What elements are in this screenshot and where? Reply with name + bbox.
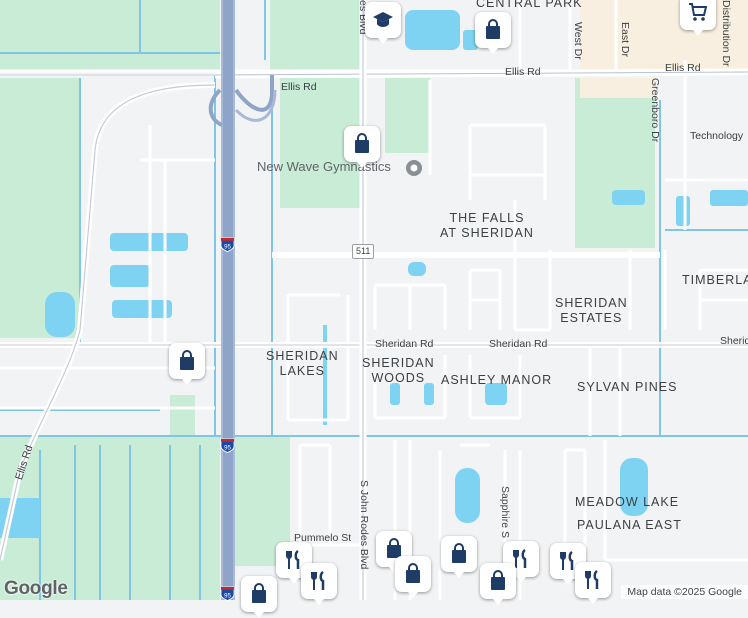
area-label-central-park: CENTRAL PARK (476, 0, 583, 10)
area-label-sheridan-estates: SHERIDAN ESTATES (555, 296, 628, 325)
commercial-area (580, 0, 748, 70)
road-label-john-rodes: S John Rodes Blvd (358, 480, 370, 570)
i95-shield-text-3: 95 (224, 592, 231, 599)
i95-shield-icon: 95 (220, 237, 235, 252)
area-label-ashley-manor: ASHLEY MANOR (441, 373, 553, 387)
shopping-bag-marker-icon[interactable] (241, 576, 277, 618)
road-label-ellis-rd-1: Ellis Rd (281, 81, 317, 93)
shopping-bag-marker-icon[interactable] (395, 556, 431, 598)
shopping-bag-marker-icon[interactable] (475, 12, 511, 54)
i95-shield-text-2: 95 (224, 444, 231, 451)
shopping-bag-marker-icon[interactable] (480, 563, 516, 605)
area-label-the-falls: THE FALLS AT SHERIDAN (440, 211, 534, 240)
road-label-greenboro-dr: Greenboro Dr (649, 78, 661, 143)
road-label-sheridan-rd-3: Sherid (720, 335, 748, 347)
i95-highway (208, 0, 277, 600)
area-label-sheridan-lakes: SHERIDAN LAKES (266, 349, 339, 378)
area-label-sheridan-woods: SHERIDAN WOODS (362, 356, 435, 385)
area-label-meadow-lake: MEADOW LAKE (575, 495, 680, 509)
area-label-timberlake: TIMBERLA (682, 273, 748, 287)
restaurant-marker-icon[interactable] (301, 563, 337, 605)
road-label-ellis-rd-3: Ellis Rd (665, 62, 701, 74)
road-label-sapphire: Sapphire S (499, 486, 511, 538)
map-canvas[interactable] (0, 0, 748, 600)
school-marker-icon[interactable] (365, 2, 401, 44)
restaurant-marker-icon[interactable] (575, 562, 611, 604)
road-label-distribution-dr: Distribution Dr (720, 0, 732, 67)
area-label-sylvan-pines: SYLVAN PINES (577, 380, 678, 394)
i95-shield-icon: 95 (220, 438, 235, 453)
shopping-cart-marker-icon[interactable] (680, 0, 716, 36)
road-label-sheridan-rd-2: Sheridan Rd (489, 338, 548, 350)
road-label-east-dr: East Dr (619, 22, 631, 58)
i95-shield-text-1: 95 (224, 243, 231, 250)
road-label-sheridan-rd-1: Sheridan Rd (375, 338, 434, 350)
road-label-pummelo: Pummelo St (294, 532, 352, 544)
google-logo[interactable]: Google (4, 578, 68, 599)
map-attribution: Map data ©2025 Google (621, 585, 748, 599)
i95-shield-icon: 95 (220, 586, 235, 601)
road-label-ellis-rd-2: Ellis Rd (505, 66, 541, 78)
road-label-technology: Technology (690, 130, 744, 142)
area-label-paulana-east: PAULANA EAST (577, 518, 682, 532)
shopping-bag-marker-icon[interactable] (441, 536, 477, 578)
road-label-west-dr: West Dr (572, 22, 584, 60)
route-511-shield: 511 (352, 244, 375, 259)
water (0, 10, 748, 538)
poi-marker-icon[interactable] (404, 158, 424, 178)
shopping-bag-marker-icon[interactable] (169, 343, 205, 385)
shopping-bag-marker-icon[interactable] (344, 126, 380, 168)
